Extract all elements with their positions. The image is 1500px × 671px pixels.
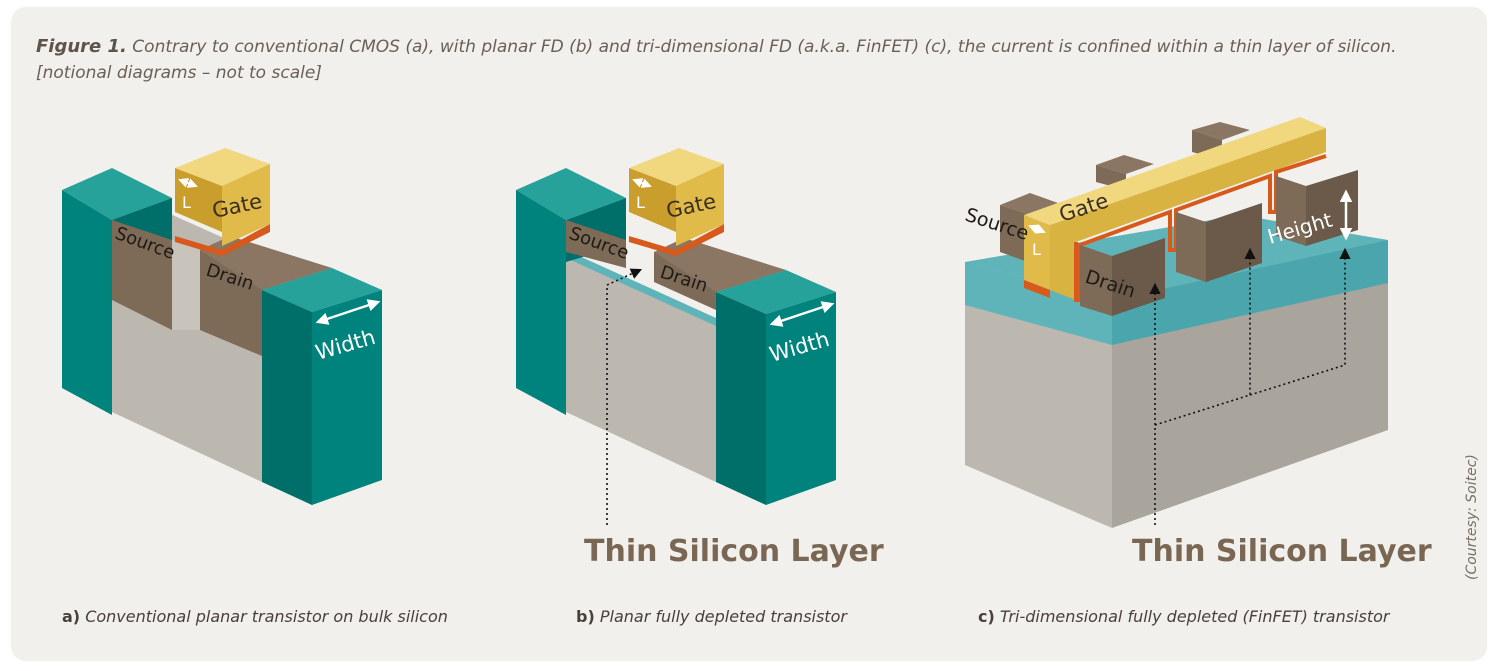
diagram-c: Source Gate L Drain Height <box>962 117 1388 528</box>
thin-silicon-layer-label-c: Thin Silicon Layer <box>1132 534 1432 569</box>
gate-side-c <box>1050 128 1326 300</box>
length-arrow-b <box>632 178 652 188</box>
caption-c-text: Tri-dimensional fully depleted (FinFET) … <box>999 607 1390 626</box>
length-label-b: L <box>636 193 645 212</box>
right-isolation-side-b <box>766 292 836 505</box>
bulk-front-c <box>965 282 1112 528</box>
left-isolation-top-b <box>516 168 626 220</box>
left-isolation-front-b <box>516 190 566 415</box>
figure-caption-line1: Contrary to conventional CMOS (a), with … <box>132 37 1397 57</box>
caption-a-text: Conventional planar transistor on bulk s… <box>85 607 448 626</box>
right-isolation-top-a <box>262 268 382 312</box>
length-arrow-c <box>1028 224 1046 234</box>
length-arrow-a <box>178 178 198 188</box>
gate-front-b <box>676 164 724 246</box>
thin-layer-pointer-2-c <box>1154 247 1256 426</box>
fin-front-mid-c <box>1176 212 1206 282</box>
source-region-a <box>112 220 172 330</box>
channel-a <box>172 240 200 330</box>
thin-layer-b <box>566 250 716 326</box>
caption-a: a) Conventional planar transistor on bul… <box>62 607 448 626</box>
gate-front-c <box>1024 215 1050 290</box>
left-isolation-front-a <box>62 190 112 415</box>
thin-silicon-layer-label-b: Thin Silicon Layer <box>584 534 884 569</box>
length-label-a: L <box>182 193 191 212</box>
fin-top-back-2 <box>1192 122 1250 140</box>
courtesy-credit: (Courtesy: Soitec) <box>1464 454 1480 580</box>
bulk-silicon-b <box>566 258 716 482</box>
diagram-b: Gate L Source Drain Width <box>516 148 836 525</box>
width-arrow-a <box>315 299 381 325</box>
caption-c: c) Tri-dimensional fully depleted (FinFE… <box>978 607 1389 626</box>
gate-oxide-a <box>175 224 270 256</box>
right-isolation-top-b <box>716 270 836 314</box>
fin-top-back-1 <box>1096 155 1154 174</box>
gate-oxide-b <box>629 224 724 256</box>
figure-label: Figure 1. <box>36 36 127 57</box>
gate-top-c <box>1024 117 1326 225</box>
gate-front-a <box>222 164 270 246</box>
length-label-c: L <box>1032 240 1041 259</box>
gate-oxide-c <box>1024 280 1050 298</box>
figure-caption: Figure 1. Contrary to conventional CMOS … <box>36 34 1456 86</box>
caption-a-letter: a) <box>62 607 81 626</box>
caption-c-letter: c) <box>978 607 995 626</box>
thin-layer-front-c <box>965 262 1112 345</box>
fin-front-right-c <box>1276 176 1306 246</box>
thin-layer-pointer-b <box>606 268 643 525</box>
drain-side-c <box>1112 238 1165 316</box>
thin-layer-pointer-3-c <box>1249 247 1351 396</box>
left-isolation-top-a <box>62 168 172 220</box>
right-isolation-front-a <box>262 290 312 505</box>
source-region-b <box>566 220 626 268</box>
right-isolation-side-a <box>312 290 382 505</box>
diagram-a: Gate L Source Drain Width <box>62 148 382 505</box>
width-arrow-b <box>769 301 835 327</box>
fin-side-mid-c <box>1206 203 1262 282</box>
gate-top-b <box>629 148 724 186</box>
source-top-c <box>1000 193 1058 214</box>
thin-layer-side-c <box>1112 240 1388 345</box>
caption-b-text: Planar fully depleted transistor <box>599 607 847 626</box>
caption-b: b) Planar fully depleted transistor <box>576 607 847 626</box>
caption-b-letter: b) <box>576 607 595 626</box>
right-isolation-front-b <box>716 292 766 505</box>
figure-caption-line2: [notional diagrams – not to scale] <box>36 63 322 83</box>
source-front-c <box>1000 205 1028 262</box>
drain-top-b <box>654 238 786 292</box>
drain-front-c <box>1080 245 1112 316</box>
gate-top-a <box>175 148 270 186</box>
